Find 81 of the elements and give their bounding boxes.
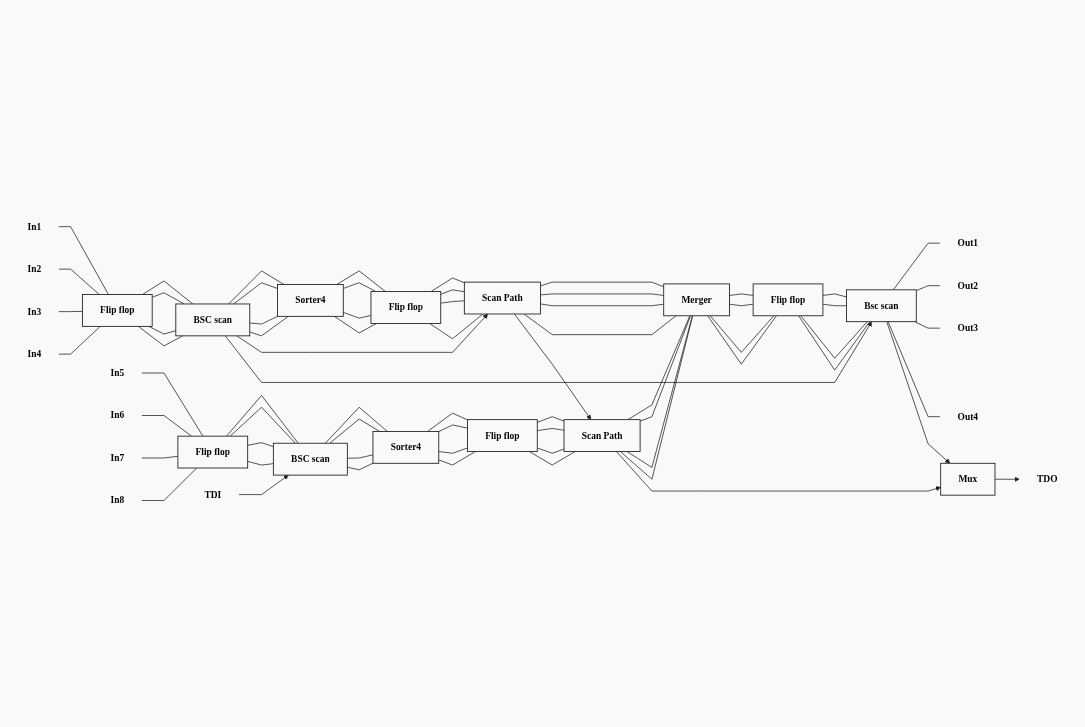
- connector: [229, 406, 296, 444]
- connector: [58, 325, 101, 355]
- connector: [226, 394, 299, 444]
- connector: [709, 315, 775, 353]
- connector: [427, 412, 468, 432]
- connector: [914, 321, 941, 329]
- connector: [141, 467, 198, 501]
- connector: [887, 321, 941, 417]
- node-text: In5: [110, 367, 125, 378]
- connector: [324, 406, 388, 444]
- connector: [342, 282, 377, 292]
- connector: [249, 315, 289, 337]
- connector: [141, 372, 204, 437]
- node-box: Scan Path: [463, 281, 541, 315]
- connector: [141, 455, 179, 459]
- connector: [639, 315, 691, 422]
- connector: [233, 282, 278, 305]
- node-text: In2: [27, 263, 42, 274]
- connector: [536, 416, 565, 423]
- connector: [892, 242, 941, 291]
- connector: [247, 460, 274, 466]
- connector: [148, 325, 177, 335]
- node-box: Sorter4: [372, 430, 440, 464]
- node-text: In4: [27, 348, 42, 359]
- node-box: Flip flop: [467, 419, 538, 452]
- connector: [141, 415, 192, 437]
- connector: [438, 424, 468, 432]
- connector: [798, 315, 871, 371]
- connector: [540, 281, 665, 288]
- node-text: Out3: [957, 322, 979, 333]
- connector: [536, 428, 565, 431]
- connector: [346, 462, 374, 471]
- connector: [440, 300, 465, 304]
- connector: [438, 451, 476, 466]
- connector: [822, 293, 847, 298]
- node-box: Flip flop: [81, 294, 153, 327]
- connector: [342, 311, 372, 319]
- connector: [58, 310, 83, 312]
- connector: [429, 313, 484, 340]
- connector: [440, 289, 465, 295]
- connector: [915, 285, 941, 292]
- node-text: Out4: [957, 411, 979, 422]
- connector: [228, 270, 285, 305]
- node-box: Bsc scan: [846, 289, 917, 323]
- node-text: TDI: [204, 489, 222, 500]
- node-box: Mux: [940, 462, 996, 496]
- node-box: Sorter4: [277, 283, 344, 317]
- connector: [58, 268, 100, 295]
- connector: [523, 313, 677, 335]
- node-box: Flip flop: [370, 291, 442, 324]
- node-text: In3: [27, 306, 42, 317]
- connector: [249, 315, 278, 325]
- connector: [626, 315, 693, 468]
- connector: [729, 293, 754, 296]
- node-box: Scan Path: [563, 419, 641, 452]
- connector: [800, 315, 868, 359]
- connector: [430, 277, 465, 292]
- node-text: Out2: [957, 280, 979, 291]
- node-box: Merger: [663, 283, 730, 317]
- node-box: Flip flop: [752, 283, 824, 317]
- connector: [822, 303, 847, 307]
- connector: [58, 226, 109, 295]
- node-box: Flip flop: [177, 435, 249, 469]
- node-text: In6: [110, 410, 125, 421]
- node-text: In1: [27, 221, 42, 232]
- node-box: BSC scan: [175, 303, 251, 337]
- connector: [247, 442, 274, 447]
- node-text: In7: [110, 452, 125, 463]
- connector: [536, 447, 565, 454]
- node-text: Out1: [957, 237, 979, 248]
- connector: [540, 293, 665, 296]
- connector: [619, 315, 694, 480]
- node-box: BSC scan: [272, 442, 348, 476]
- connector: [438, 447, 468, 454]
- connector: [346, 454, 374, 459]
- connector: [729, 303, 754, 307]
- connector: [627, 315, 691, 420]
- node-text: TDO: [1037, 473, 1058, 484]
- node-text: In8: [110, 495, 125, 506]
- connector: [707, 315, 777, 365]
- connector: [540, 303, 665, 307]
